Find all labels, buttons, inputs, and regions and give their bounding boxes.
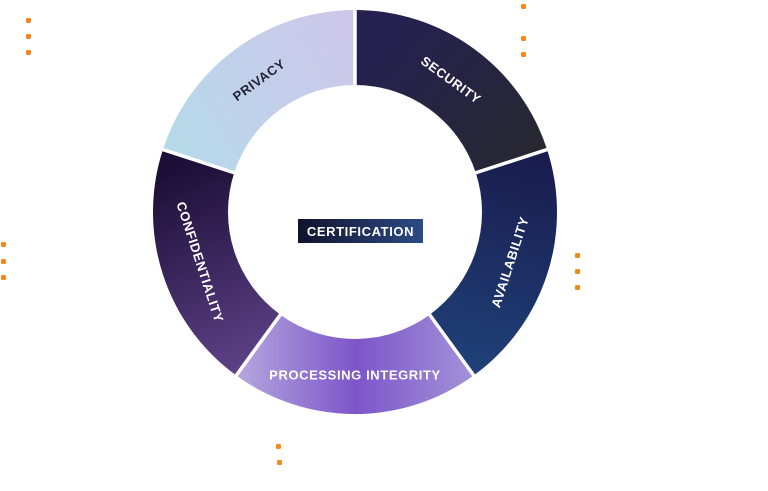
accent-dot (520, 3, 526, 9)
accent-dot (520, 35, 526, 41)
accent-dot (0, 258, 6, 264)
segment-label-processing-integrity: PROCESSING INTEGRITY (269, 367, 441, 383)
segment-availability (429, 149, 557, 376)
segment-confidentiality (152, 149, 281, 376)
segment-divider (231, 308, 286, 382)
segment-processing-integrity (236, 314, 474, 415)
segment-privacy (162, 10, 355, 173)
accent-dot (275, 443, 281, 449)
accent-dot (0, 274, 6, 280)
accent-dot (276, 459, 282, 465)
segment-divider (424, 308, 479, 382)
segment-divider (156, 146, 241, 177)
certification-badge: CERTIFICATION (298, 219, 423, 243)
accent-dot (574, 252, 580, 258)
accent-dot (520, 51, 526, 57)
accent-dot (25, 33, 31, 39)
accent-dot (574, 284, 580, 290)
accent-dot (25, 17, 31, 23)
accent-dot (0, 241, 6, 247)
accent-dot (574, 268, 580, 274)
segment-security (355, 10, 548, 173)
segment-divider (469, 146, 554, 177)
accent-dot (25, 49, 31, 55)
